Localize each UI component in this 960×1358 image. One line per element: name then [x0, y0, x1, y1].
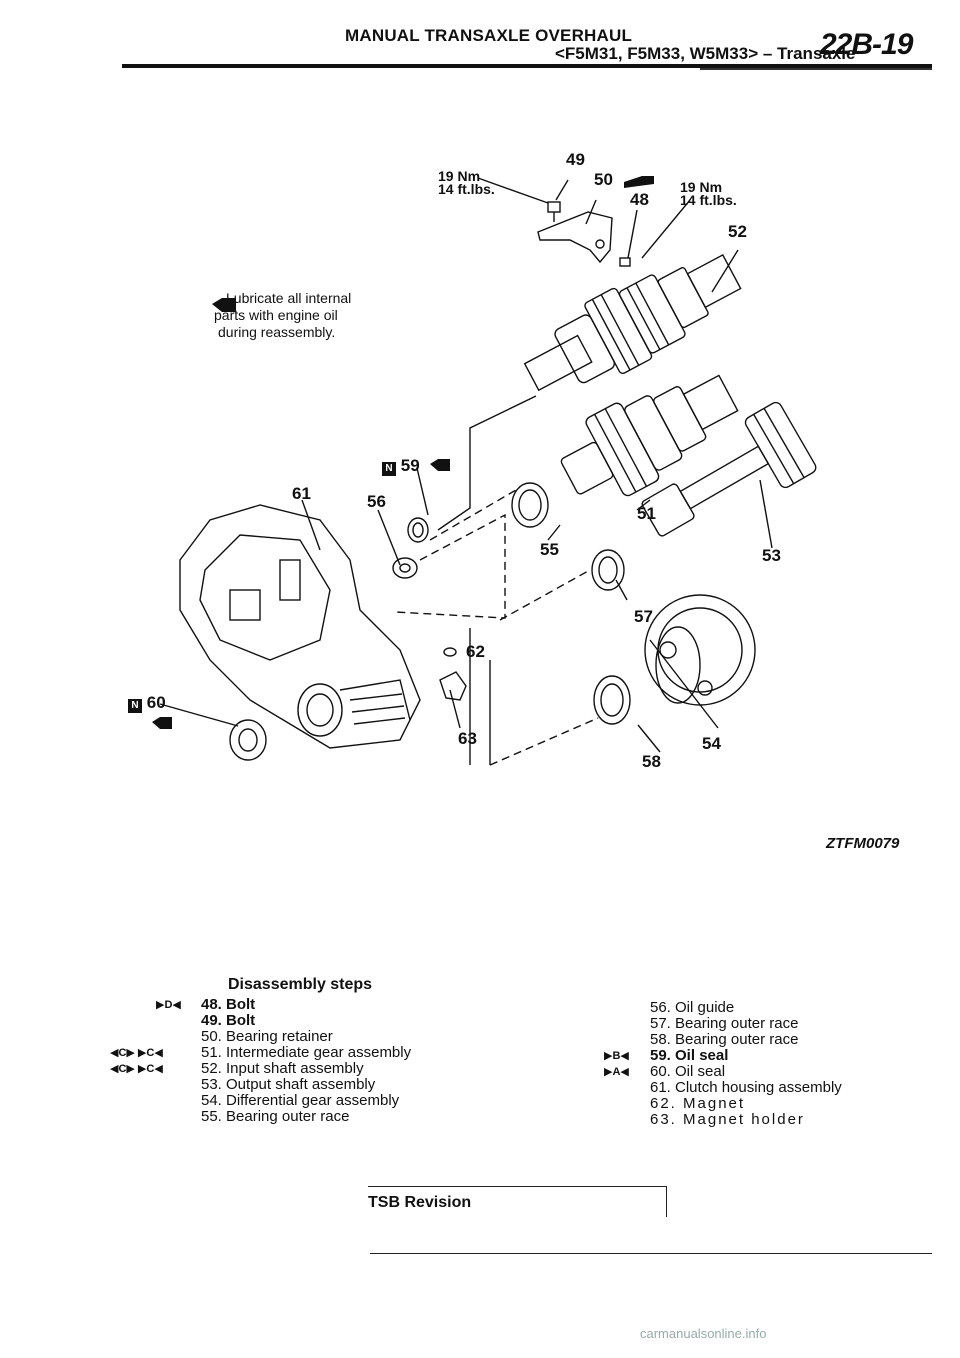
manual-subtitle: <F5M31, F5M33, W5M33> – Transaxle — [555, 44, 856, 63]
step-53: 53. Output shaft assembly — [201, 1076, 376, 1093]
footer-rule — [370, 1253, 932, 1254]
callout-60: N 60 — [128, 693, 166, 713]
callout-59: N 59 — [382, 456, 420, 476]
lubrication-note: Lubricate all internal parts with engine… — [214, 290, 352, 340]
callout-58: 58 — [642, 752, 661, 771]
header-rule-secondary — [700, 68, 932, 70]
step-54: 54. Differential gear assembly — [201, 1092, 400, 1109]
step-51: ◀C▶ ▶C◀51. Intermediate gear assembly — [110, 1044, 412, 1061]
manual-title: MANUAL TRANSAXLE OVERHAUL — [345, 26, 633, 45]
step-59: ▶B◀59. Oil seal — [604, 1047, 729, 1064]
disassembly-steps-title: Disassembly steps — [228, 976, 373, 993]
step-63: 63. Magnet holder — [650, 1111, 805, 1128]
steps-left-column: ▶D◀48. Bolt 49. Bolt 50. Bearing retaine… — [110, 997, 440, 1125]
oil-can-icon — [212, 298, 236, 312]
callout-57: 57 — [634, 607, 653, 626]
step-57: 57. Bearing outer race — [650, 1015, 799, 1032]
oil-can-icon — [430, 459, 450, 471]
step-48: ▶D◀48. Bolt — [156, 996, 256, 1013]
callout-54: 54 — [702, 734, 721, 753]
callout-62: 62 — [466, 642, 485, 661]
callout-51: 51 — [637, 504, 656, 523]
tsb-revision-label: TSB Revision — [368, 1194, 472, 1211]
step-56: 56. Oil guide — [650, 999, 735, 1016]
torque-spec-left: 19 Nm 14 ft.lbs. — [438, 168, 495, 197]
step-62: 62. Magnet — [650, 1095, 746, 1112]
callout-52: 52 — [728, 222, 747, 241]
callout-49: 49 — [566, 150, 585, 169]
sealant-tube-icon — [624, 176, 654, 188]
oil-can-icon — [152, 717, 172, 729]
steps-right-column: 56. Oil guide 57. Bearing outer race 58.… — [600, 1000, 860, 1128]
exploded-transaxle-diagram — [152, 176, 817, 766]
page-number: 22B-19 — [820, 28, 913, 61]
step-60: ▶A◀60. Oil seal — [604, 1063, 726, 1080]
torque-spec-right: 19 Nm 14 ft.lbs. — [680, 179, 737, 208]
step-61: 61. Clutch housing assembly — [650, 1079, 842, 1096]
callout-48: 48 — [630, 190, 649, 209]
callout-55: 55 — [540, 540, 559, 559]
callout-56: 56 — [367, 492, 386, 511]
callout-63: 63 — [458, 729, 477, 748]
step-55: 55. Bearing outer race — [201, 1108, 350, 1125]
new-part-badge: N — [128, 699, 142, 713]
figure-code: ZTFM0079 — [826, 835, 900, 852]
callout-53: 53 — [762, 546, 781, 565]
step-58: 58. Bearing outer race — [650, 1031, 799, 1048]
callout-50: 50 — [594, 170, 613, 189]
watermark: carmanualsonline.info — [640, 1326, 767, 1341]
step-49: 49. Bolt — [201, 1012, 256, 1029]
tsb-revision-box: TSB Revision — [368, 1186, 667, 1217]
callout-61: 61 — [292, 484, 311, 503]
header-rule — [122, 64, 932, 68]
step-50: 50. Bearing retainer — [201, 1028, 333, 1045]
new-part-badge: N — [382, 462, 396, 476]
step-52: ◀C▶ ▶C◀52. Input shaft assembly — [110, 1060, 364, 1077]
